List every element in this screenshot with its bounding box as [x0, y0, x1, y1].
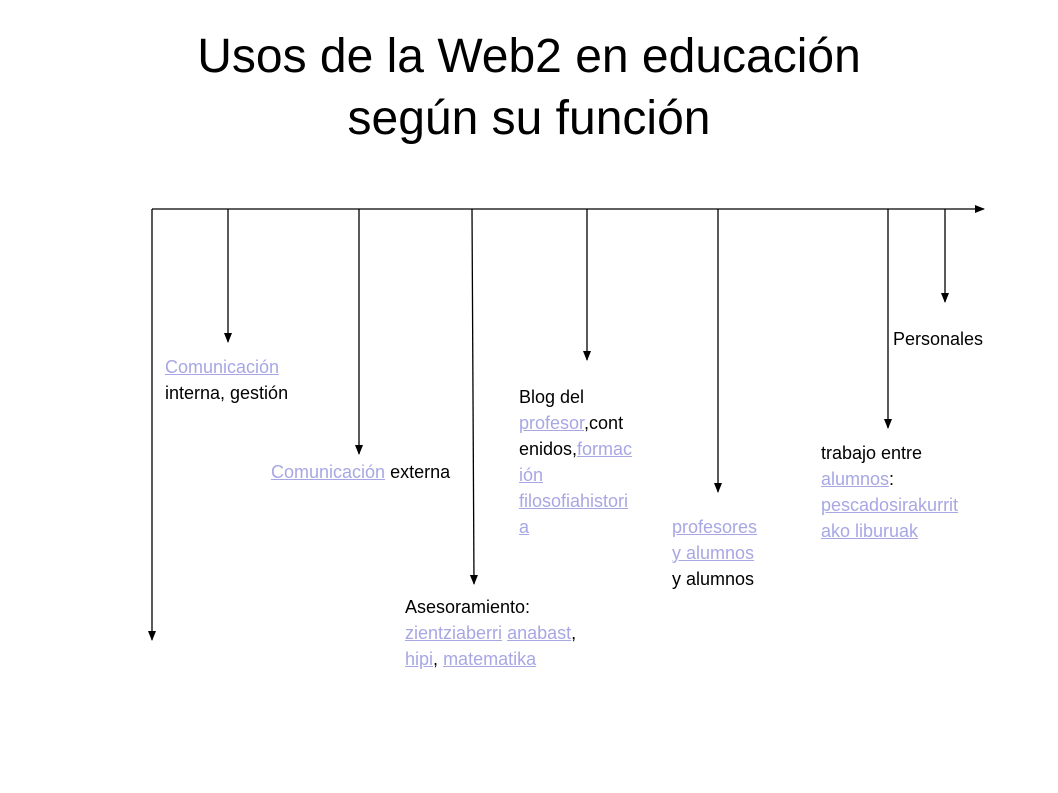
title-line-2: según su función — [347, 92, 711, 145]
link-filosofiahistoria-part-1[interactable]: filosofiahistori — [519, 491, 629, 511]
link-anabast[interactable]: anabast — [507, 623, 572, 643]
text-interna-gestion: interna, gestión — [165, 383, 289, 403]
text-asesoramiento: Asesoramiento: — [405, 597, 531, 617]
label-trabajo-alumnos: trabajo entre alumnos: pescadosirakurrit… — [821, 440, 958, 544]
link-filosofiahistoria-part-2[interactable]: a — [519, 517, 530, 537]
comma-1: , — [571, 623, 577, 643]
link-profesores-line-2[interactable]: y alumnos — [672, 543, 755, 563]
link-formacion-part-2[interactable]: ión — [519, 465, 544, 485]
page-title: Usos de la Web2 en educación según su fu… — [0, 26, 1058, 150]
text-contenidos-2: enidos, — [519, 439, 578, 459]
link-zientziaberri[interactable]: zientziaberri — [405, 623, 503, 643]
title-line-1: Usos de la Web2 en educación — [197, 30, 861, 83]
text-trabajo-entre: trabajo entre — [821, 443, 923, 463]
label-profesores-alumnos: profesores y alumnos y alumnos — [672, 514, 757, 592]
link-profesores-line-1[interactable]: profesores — [672, 517, 758, 537]
link-pescadosirakurritako-line-2[interactable]: ako liburuak — [821, 521, 919, 541]
link-profesor[interactable]: profesor — [519, 413, 585, 433]
label-personales: Personales — [893, 326, 983, 352]
label-asesoramiento: Asesoramiento: zientziaberri anabast, hi… — [405, 594, 576, 672]
text-contenidos-1: ,cont — [584, 413, 624, 433]
label-comunicacion-externa: Comunicación externa — [271, 459, 450, 485]
link-matematika[interactable]: matematika — [443, 649, 537, 669]
comma-2: , — [433, 649, 439, 669]
colon: : — [889, 469, 895, 489]
link-pescadosirakurritako-line-1[interactable]: pescadosirakurrit — [821, 495, 959, 515]
link-comunicacion-externa[interactable]: Comunicación — [271, 462, 386, 482]
link-comunicacion-interna[interactable]: Comunicación — [165, 357, 280, 377]
label-comunicacion-interna: Comunicación interna, gestión — [165, 354, 288, 406]
text-personales: Personales — [893, 329, 984, 349]
branch-arrow-asesoramiento — [469, 208, 478, 585]
text-y-alumnos: y alumnos — [672, 569, 755, 589]
text-externa: externa — [390, 462, 451, 482]
label-blog-profesor: Blog del profesor,cont enidos,formac ión… — [519, 384, 632, 540]
link-formacion-part-1[interactable]: formac — [577, 439, 633, 459]
link-hipi[interactable]: hipi — [405, 649, 434, 669]
link-alumnos[interactable]: alumnos — [821, 469, 890, 489]
text-blog-del: Blog del — [519, 387, 585, 407]
